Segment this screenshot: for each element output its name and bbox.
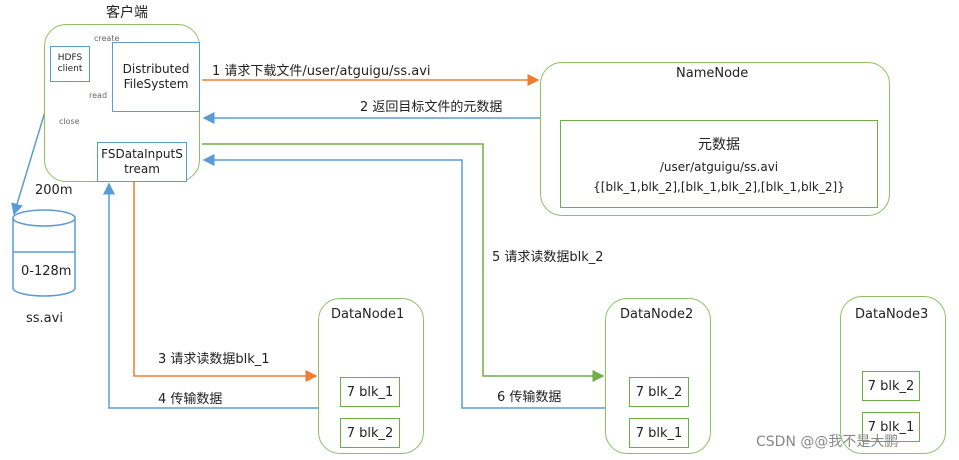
step1-label: 1 请求下载文件/user/atguigu/ss.avi bbox=[212, 64, 431, 79]
metadata-path: /user/atguigu/ss.avi bbox=[659, 160, 779, 174]
step3-label: 3 请求读数据blk_1 bbox=[158, 352, 270, 367]
label-close: close bbox=[59, 117, 80, 126]
datanode1-block-1: 7 blk_1 bbox=[340, 377, 400, 407]
step2-label: 2 返回目标文件的元数据 bbox=[360, 100, 503, 115]
metadata-blocks: {[blk_1,blk_2],[blk_1,blk_2],[blk_1,blk_… bbox=[593, 180, 845, 194]
label-read: read bbox=[89, 91, 108, 100]
watermark: CSDN @@我不是大鹏 bbox=[756, 434, 899, 450]
arrow-step5 bbox=[202, 143, 605, 382]
file-segment-label: 0-128m bbox=[21, 264, 72, 279]
datanode3-block-1: 7 blk_2 bbox=[862, 371, 920, 401]
datanode2-block-2: 7 blk_1 bbox=[629, 418, 689, 448]
arrow-step4 bbox=[103, 182, 318, 409]
namenode-metadata-box: 元数据 /user/atguigu/ss.avi {[blk_1,blk_2],… bbox=[560, 120, 878, 208]
fs-data-input-stream-box: FSDataInputStream bbox=[97, 142, 187, 182]
datanode2-block-1: 7 blk_2 bbox=[629, 377, 689, 407]
label-create: create bbox=[94, 34, 120, 43]
metadata-title: 元数据 bbox=[698, 137, 740, 153]
file-name-label: ss.avi bbox=[26, 311, 63, 326]
file-size-label: 200m bbox=[35, 183, 73, 198]
datanode3-title: DataNode3 bbox=[855, 307, 929, 322]
file-disk-cylinder bbox=[12, 209, 76, 297]
datanode1-block-2: 7 blk_2 bbox=[340, 418, 400, 448]
step5-label: 5 请求读数据blk_2 bbox=[492, 250, 604, 265]
namenode-title: NameNode bbox=[676, 66, 749, 81]
step6-label: 6 传输数据 bbox=[497, 390, 562, 405]
datanode2-title: DataNode2 bbox=[620, 307, 694, 322]
datanode3-block-2: 7 blk_1 bbox=[862, 412, 920, 442]
hdfs-client-box: HDFS client bbox=[50, 46, 90, 82]
client-title: 客户端 bbox=[106, 5, 148, 21]
datanode1-title: DataNode1 bbox=[331, 307, 405, 322]
step4-label: 4 传输数据 bbox=[158, 392, 223, 407]
distributed-filesystem-box: Distributed FileSystem bbox=[112, 42, 200, 112]
arrow-step6 bbox=[202, 154, 606, 409]
arrow-step3 bbox=[133, 182, 318, 382]
